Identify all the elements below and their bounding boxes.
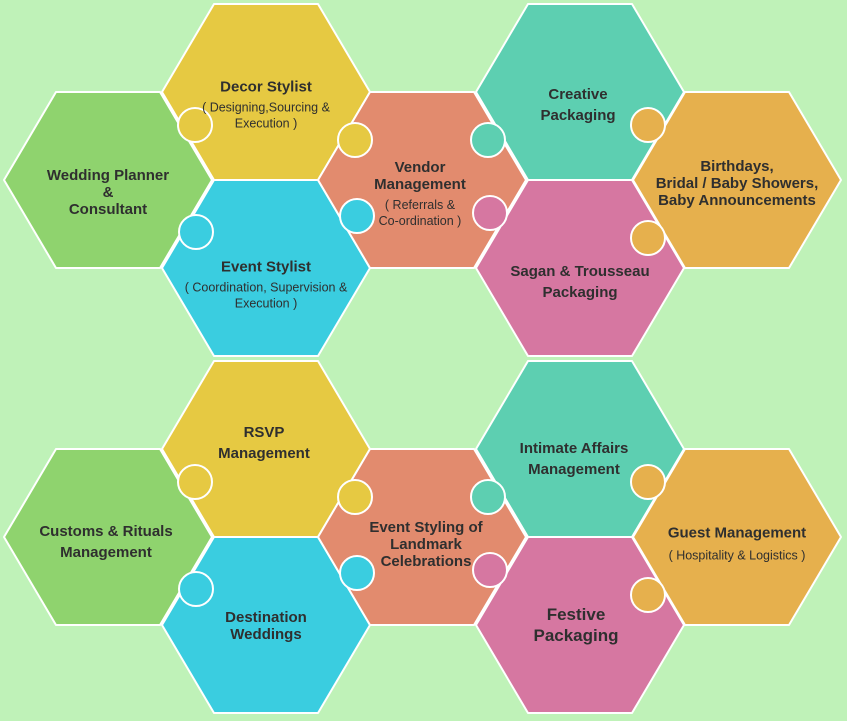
bottom-puzzle-tab-6	[472, 552, 508, 588]
top-hex-birthdays	[632, 91, 842, 269]
top-puzzle-tab-3	[337, 122, 373, 158]
top-hex-wedding-planner	[3, 91, 213, 269]
bottom-puzzle-tab-5	[470, 479, 506, 515]
bottom-puzzle-tab-7	[630, 464, 666, 500]
top-puzzle-tab-6	[472, 195, 508, 231]
top-puzzle-tab-4	[339, 198, 375, 234]
bottom-puzzle-tab-1	[177, 464, 213, 500]
bottom-puzzle-tab-3	[337, 479, 373, 515]
bottom-puzzle-tab-4	[339, 555, 375, 591]
top-puzzle-tab-8	[630, 220, 666, 256]
bottom-hex-guest-management	[632, 448, 842, 626]
top-puzzle-tab-7	[630, 107, 666, 143]
top-puzzle-tab-1	[177, 107, 213, 143]
bottom-puzzle-tab-2	[178, 571, 214, 607]
bottom-puzzle-tab-8	[630, 577, 666, 613]
top-puzzle-tab-5	[470, 122, 506, 158]
top-puzzle-tab-2	[178, 214, 214, 250]
bottom-hex-customs-rituals	[3, 448, 213, 626]
